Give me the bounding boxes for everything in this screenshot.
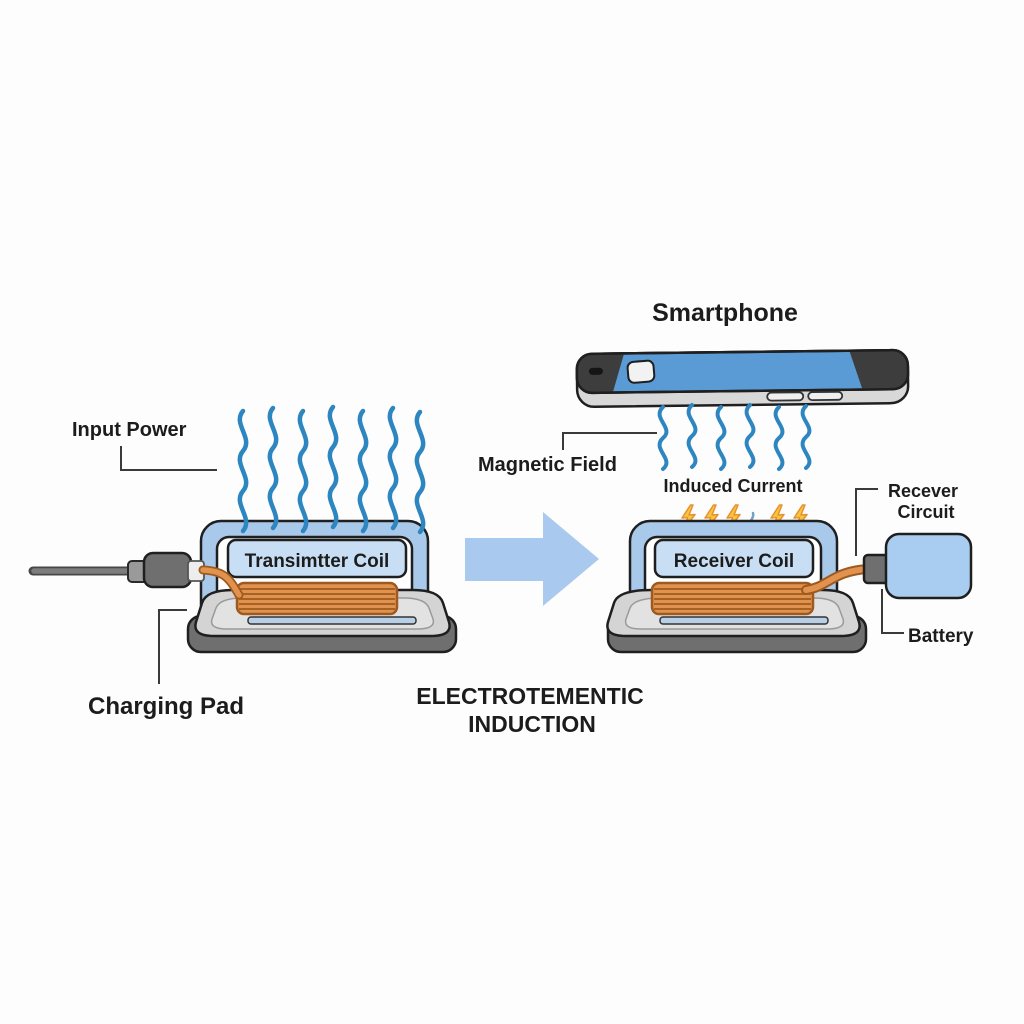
receiver-coil-label-box xyxy=(653,538,815,579)
phone-magnetic-waves-icon xyxy=(657,403,812,471)
phone-camera-icon xyxy=(626,359,656,384)
caption-line2: INDUCTION xyxy=(468,711,596,737)
induced-current-label: Induced Current xyxy=(663,476,802,496)
caption-line1: ELECTROTEMENTIC xyxy=(416,683,643,709)
phone-speaker-icon xyxy=(588,367,603,375)
receiver-circuit-label-line1: Recever xyxy=(888,481,958,501)
transmitter-group: Transimtter Coil xyxy=(28,404,458,654)
plug-body xyxy=(142,551,193,589)
receiver-group: Receiver Coil xyxy=(606,519,973,654)
receiver-coil-winding xyxy=(650,581,815,616)
battery-bracket xyxy=(881,589,904,634)
smartphone-label: Smartphone xyxy=(652,299,798,327)
transmitter-coil-label: Transimtter Coil xyxy=(245,551,390,572)
charging-pad-label: Charging Pad xyxy=(88,693,244,720)
charging-pad-bracket xyxy=(158,609,187,684)
receiver-pad-slot xyxy=(659,616,829,625)
phone-right-cap xyxy=(848,349,909,392)
receiver-circuit-bracket xyxy=(855,488,878,556)
transmitter-coil-winding xyxy=(235,581,399,616)
magnetic-field-bracket xyxy=(562,432,657,450)
magnetic-field-label: Magnetic Field xyxy=(478,454,617,476)
transmitter-pad-slot xyxy=(247,616,417,625)
receiver-coil-label: Receiver Coil xyxy=(674,551,794,572)
battery-box xyxy=(884,532,973,600)
transmitter-coil-label-box xyxy=(226,538,408,579)
right-arrow-icon xyxy=(465,512,599,606)
transmitter-magnetic-waves-icon xyxy=(237,404,426,535)
input-power-bracket xyxy=(120,446,217,471)
battery-label: Battery xyxy=(908,626,974,647)
input-power-label: Input Power xyxy=(72,419,187,441)
phone-button-1 xyxy=(766,391,805,402)
receiver-circuit-label-line2: Circuit xyxy=(897,502,954,522)
smartphone-group xyxy=(575,348,910,409)
power-cable xyxy=(28,551,244,600)
phone-button-2 xyxy=(807,390,844,402)
